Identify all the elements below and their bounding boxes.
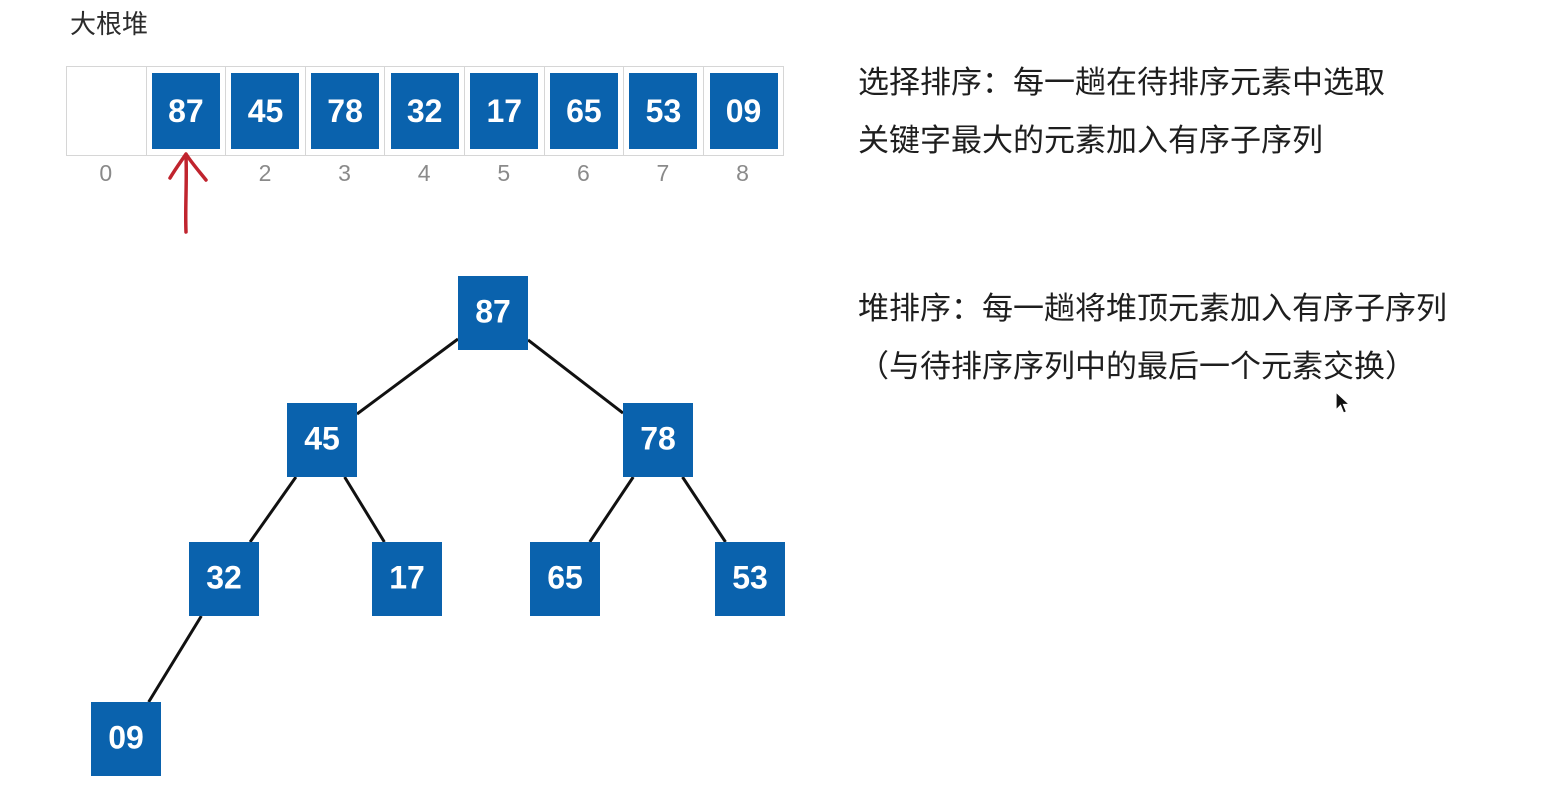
selection-sort-line-2: 关键字最大的元素加入有序子序列 xyxy=(858,123,1323,159)
tree-node-label: 17 xyxy=(389,559,425,595)
tree-node: 17 xyxy=(372,542,442,616)
tree-node-label: 87 xyxy=(475,293,511,329)
tree-edge xyxy=(527,338,624,415)
tree-node-label: 09 xyxy=(108,719,144,755)
array-value: 87 xyxy=(151,73,220,149)
array-index-label: 2 xyxy=(258,160,272,186)
tree-edge xyxy=(343,476,386,543)
selection-sort-line-1: 选择排序：每一趟在待排序元素中选取 xyxy=(858,65,1385,101)
heap-sort-line-1: 堆排序：每一趟将堆顶元素加入有序子序列 xyxy=(858,291,1447,327)
tree-node: 45 xyxy=(287,403,357,477)
tree-node-label: 32 xyxy=(206,559,242,595)
tree-edge xyxy=(248,476,298,543)
tree-edges xyxy=(147,337,727,703)
array-index-label: 7 xyxy=(656,160,670,186)
array-value: 09 xyxy=(709,73,778,149)
tree-node-box xyxy=(91,702,161,776)
tree-node: 53 xyxy=(715,542,785,616)
heap-sort-line-2: （与待排序序列中的最后一个元素交换） xyxy=(858,349,1416,385)
array-index-label: 5 xyxy=(497,160,511,186)
array-index-label: 3 xyxy=(338,160,351,186)
selection-sort-text: 选择排序：每一趟在待排序元素中选取 关键字最大的元素加入有序子序列 xyxy=(858,54,1385,170)
array-cell-8: 09 xyxy=(703,67,784,155)
array-value: 45 xyxy=(231,73,300,149)
tree-node-label: 45 xyxy=(304,420,340,456)
heap-sort-text: 堆排序：每一趟将堆顶元素加入有序子序列 （与待排序序列中的最后一个元素交换） xyxy=(858,280,1447,396)
tree-node-box xyxy=(530,542,600,616)
tree-node: 32 xyxy=(189,542,259,616)
tree-node-box xyxy=(287,403,357,477)
tree-node: 09 xyxy=(91,702,161,776)
tree-edge xyxy=(681,476,727,543)
pointer-arrow-icon xyxy=(168,152,208,234)
tree-node-label: 53 xyxy=(732,559,768,595)
array-value: 32 xyxy=(390,73,459,149)
tree-node-box xyxy=(372,542,442,616)
array-cell-7: 53 xyxy=(624,67,704,155)
array-cell-2: 45 xyxy=(226,67,306,155)
tree-node-box xyxy=(715,542,785,616)
array-value: 65 xyxy=(549,73,618,149)
heap-array: 87 45 78 32 17 65 53 09 xyxy=(66,66,785,156)
heap-tree: 87 45 78 32 17 65 53 09 xyxy=(91,276,785,776)
tree-edge xyxy=(147,615,203,703)
tree-node-label: 65 xyxy=(547,559,583,595)
tree-node: 78 xyxy=(623,403,693,477)
array-index-label: 8 xyxy=(736,160,749,186)
tree-node-label: 78 xyxy=(640,420,676,456)
array-index-label: 4 xyxy=(417,160,431,186)
array-cell-5: 17 xyxy=(464,67,545,155)
array-value: 17 xyxy=(470,73,539,149)
tree-edge xyxy=(356,337,459,416)
array-cell-3: 78 xyxy=(305,67,386,155)
heap-title: 大根堆 xyxy=(70,10,149,40)
array-cell-0 xyxy=(67,67,147,155)
array-value: 53 xyxy=(629,73,698,149)
array-value: 78 xyxy=(311,73,380,149)
tree-node-box xyxy=(623,403,693,477)
tree-node: 87 xyxy=(458,276,528,350)
tree-node: 65 xyxy=(530,542,600,616)
array-cell-1: 87 xyxy=(146,67,227,155)
array-cell-6: 65 xyxy=(544,67,625,155)
tree-edge xyxy=(588,476,635,543)
array-cell-4: 32 xyxy=(385,67,465,155)
array-index-label: 0 xyxy=(99,160,113,186)
array-index-row: 0 2 3 4 5 6 7 8 xyxy=(66,160,782,187)
tree-node-box xyxy=(189,542,259,616)
mouse-cursor-icon xyxy=(1335,390,1352,414)
array-index-label: 6 xyxy=(576,160,590,186)
tree-nodes: 87 45 78 32 17 65 53 09 xyxy=(91,276,785,776)
tree-node-box xyxy=(458,276,528,350)
